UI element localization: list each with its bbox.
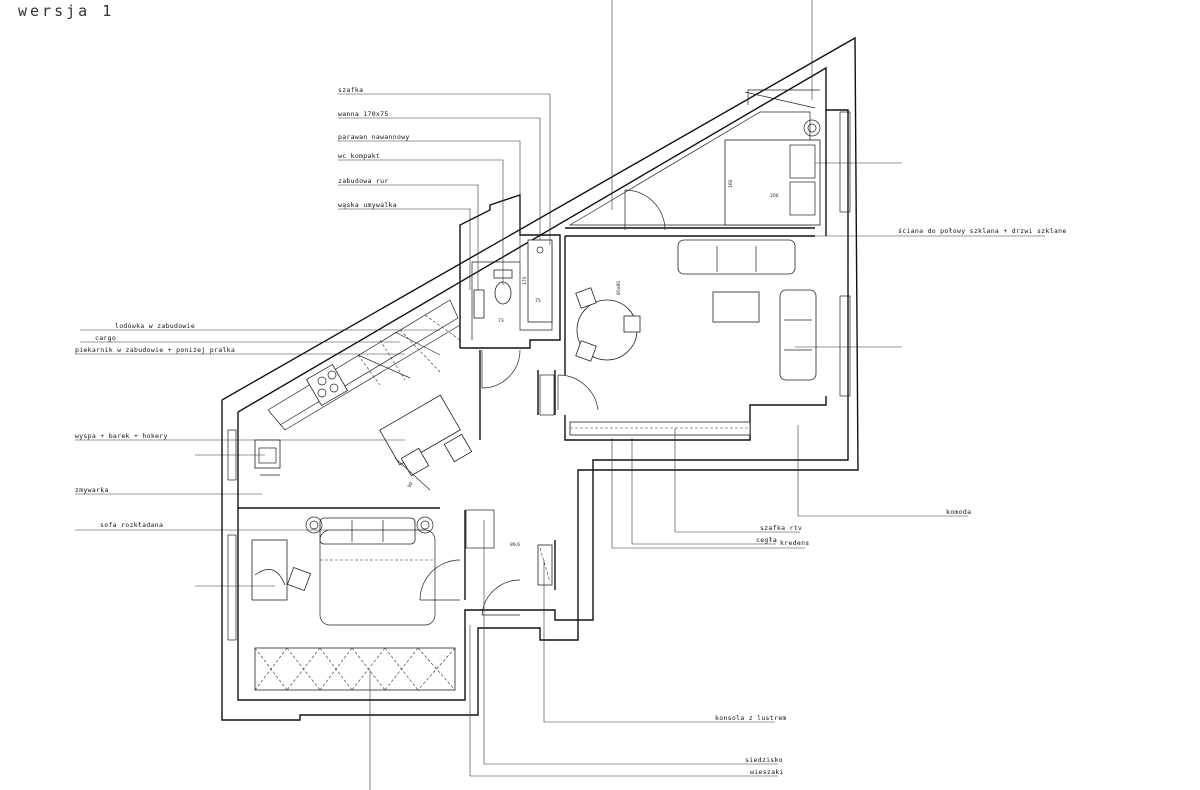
desk [251, 539, 288, 601]
kitchen-island [379, 394, 461, 466]
hall-dim: 89,6 [510, 542, 520, 548]
label-sciana: ściana do połowy szklana + drzwi szklane [898, 227, 1067, 235]
sofa-right [779, 289, 817, 381]
label-wc: wc kompakt [338, 152, 380, 160]
bathroom: 170 75 73 [473, 239, 553, 389]
bathtub [527, 239, 553, 323]
cooktop [305, 363, 349, 407]
kredens-cabinet [569, 421, 751, 436]
label-kredens: kredens [780, 539, 810, 547]
wardrobe-dividers [254, 647, 456, 691]
wardrobe [254, 647, 456, 691]
hall: 89,6 [481, 542, 553, 616]
label-zmywarka: zmywarka [75, 486, 109, 494]
labels-left: szafka wanna 170x75 parawan nawannowy wc… [75, 86, 551, 790]
label-cegla: cegła [756, 536, 777, 544]
table-dim: 80x80 [616, 281, 622, 295]
living-room: 80x80 [557, 239, 817, 436]
label-parawan: parawan nawannowy [338, 133, 410, 141]
wc-depth-dim: 73 [498, 318, 504, 324]
lamp-right-icon [416, 516, 434, 534]
kitchen-cabinets [357, 314, 461, 386]
label-zabudowa-rur: zabudowa rur [338, 177, 389, 185]
label-wanna: wanna 170x75 [338, 110, 389, 118]
kitchen: 90 [254, 299, 473, 491]
nightstand-lamp-icon [803, 119, 821, 137]
label-komoda: komoda [946, 508, 971, 516]
label-siedzisko: siedzisko [745, 756, 783, 764]
interior-walls [238, 110, 827, 600]
sofa-bed [319, 517, 416, 545]
bedroom: 200 160 [568, 89, 821, 231]
sofa-room [251, 516, 461, 691]
label-szafka: szafka [338, 86, 363, 94]
washbasin [473, 289, 485, 319]
plan-title: wersja 1 [18, 2, 114, 20]
bed-length-dim: 160 [728, 179, 734, 188]
island-dim: 90 [407, 481, 415, 489]
coffee-table [712, 291, 760, 323]
tub-width-dim: 75 [535, 298, 541, 304]
label-wyspa: wyspa + barek + hokery [75, 432, 168, 440]
label-piekarnik: piekarnik w zabudowie + poniżej pralka [75, 346, 235, 354]
label-cargo: cargo [95, 334, 116, 342]
label-szafka-rtv: szafka rtv [760, 524, 802, 532]
label-wieszaki: wieszaki [750, 768, 784, 776]
bed [724, 139, 821, 226]
sofa-top [677, 239, 796, 275]
label-waska-umywalka: wąska umywalka [338, 201, 397, 209]
wc-bowl [494, 281, 512, 305]
lamp-left-icon [305, 516, 323, 534]
label-lodowka: lodówka w zabudowie [115, 322, 195, 330]
label-sofa: sofa rozkładana [100, 521, 163, 529]
labels-right: ściana do połowy szklana + drzwi szklane… [469, 0, 1067, 777]
label-konsola: konsola z lustrem [715, 714, 787, 722]
bed-width-dim: 200 [770, 193, 779, 199]
tub-length-dim: 170 [522, 276, 528, 285]
